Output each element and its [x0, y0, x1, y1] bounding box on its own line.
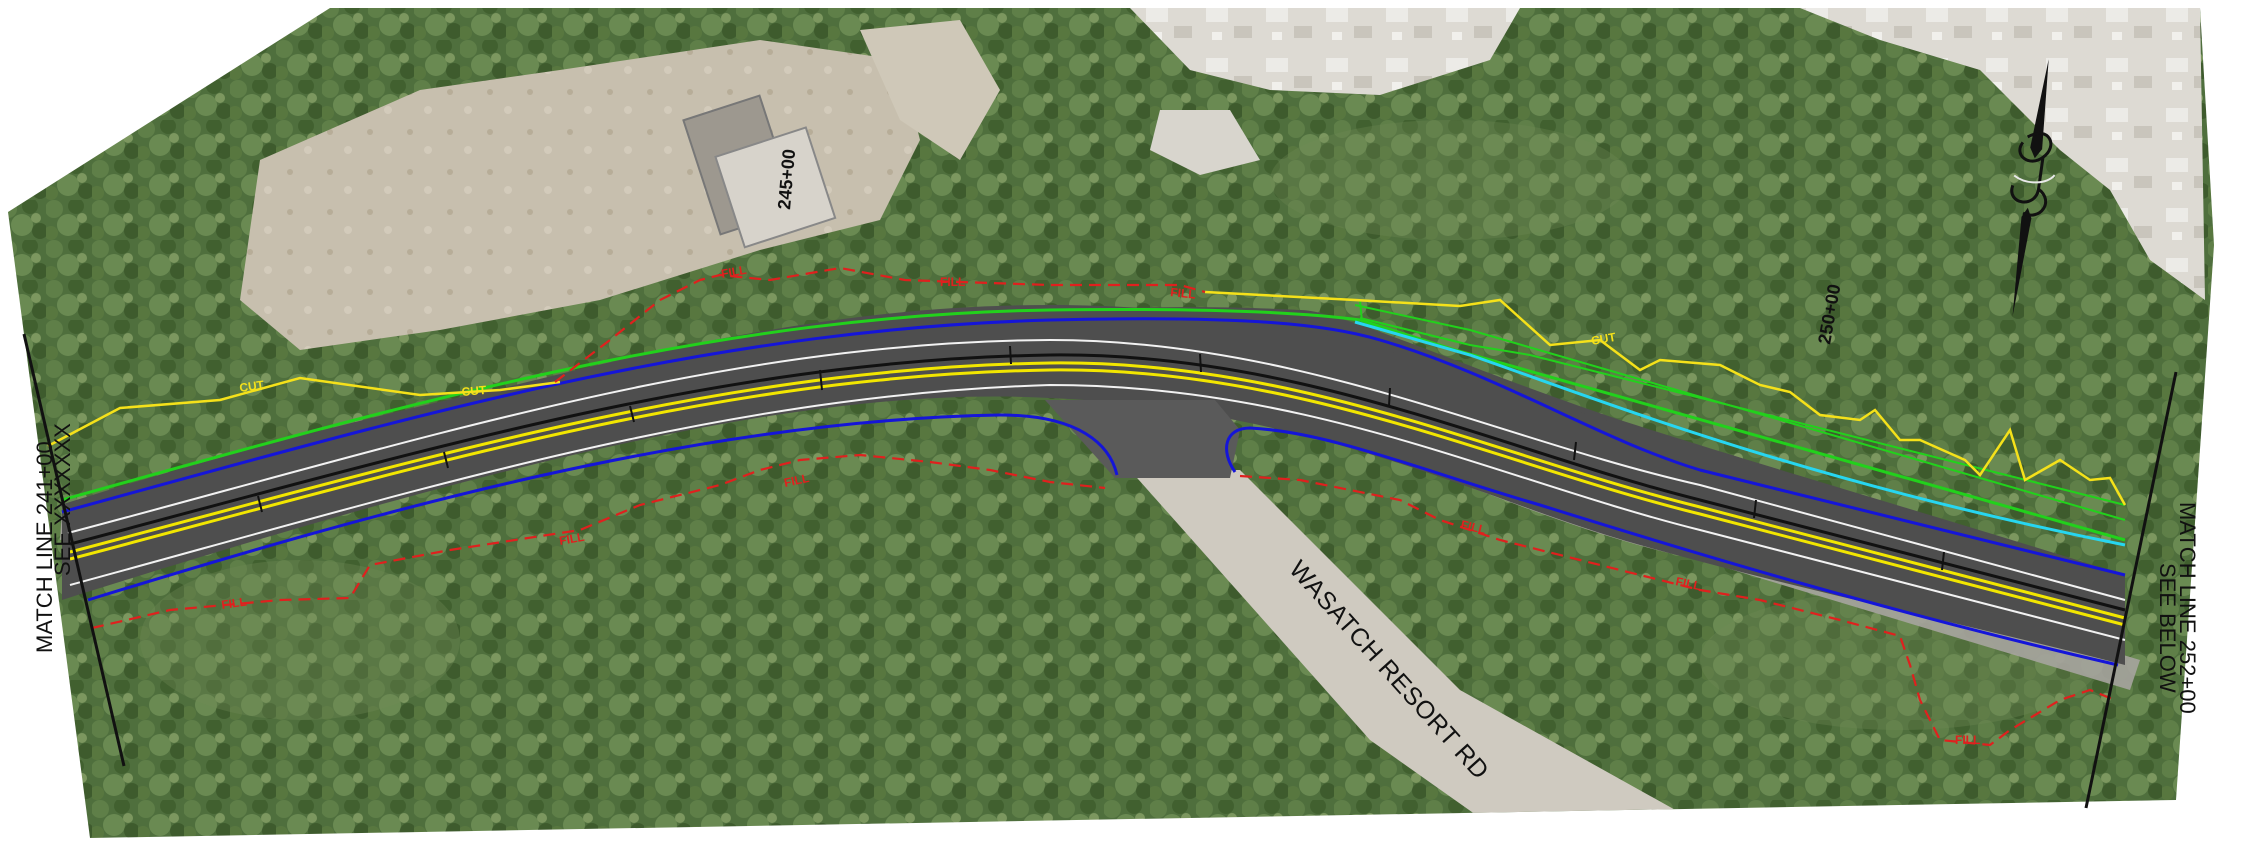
construction-limit-green [61, 307, 2126, 542]
cut-line-right [1204, 290, 2127, 506]
match-right-line2: SEE BELOW [2155, 563, 2180, 693]
cut-label-2: CUT [461, 383, 487, 399]
centerline-yellow [69, 361, 2126, 620]
fill-label-7: FILL [1459, 517, 1487, 537]
fill-line-upper [554, 266, 1206, 383]
cut-line-left [47, 376, 561, 448]
match-left-line2: SEE XXXXXXX [50, 423, 75, 576]
fill-label-5: FILL [558, 530, 585, 548]
match-left-line1: MATCH LINE 241+00 [32, 441, 57, 653]
north-arrow-icon [2010, 59, 2056, 317]
fill-label-1: FILL [720, 263, 747, 281]
fill-line-lower-left [91, 453, 1106, 630]
intersection-apron [1045, 400, 1240, 478]
retaining-wall-cyan [1354, 320, 2126, 547]
edge-of-pavement-left [61, 317, 2126, 577]
match-line-left [22, 333, 126, 767]
match-note-left: MATCH LINE 241+00 SEE XXXXXXX [32, 423, 75, 653]
fill-label-6: FILL [783, 471, 811, 490]
match-note-right: MATCH LINE 252+00 SEE BELOW [2155, 502, 2200, 714]
fill-line-lower-right [1239, 474, 2116, 747]
cut-label-1: CUT [238, 378, 265, 395]
cut-label-3: CUT [1590, 330, 1617, 348]
fill-label-4: FILL [220, 595, 247, 612]
match-line-right [2084, 371, 2178, 809]
roadway-pavement-main [62, 305, 2125, 665]
fill-label-8: FILL [1674, 574, 1702, 593]
station-ticks [257, 345, 1945, 571]
match-right-line1: MATCH LINE 252+00 [2175, 502, 2200, 714]
fill-label-3: FILL [1170, 285, 1197, 302]
edge-of-pavement-right-a [87, 413, 1119, 602]
cut-fill-labels: CUT CUT CUT FILL FILL FILL FILL FILL FIL… [220, 263, 1980, 747]
edge-of-pavement-right-b [1225, 426, 2119, 667]
fill-label-2: FILL [940, 275, 965, 289]
fill-label-9: FILL [1955, 733, 1980, 747]
alignment-line [69, 353, 2126, 612]
